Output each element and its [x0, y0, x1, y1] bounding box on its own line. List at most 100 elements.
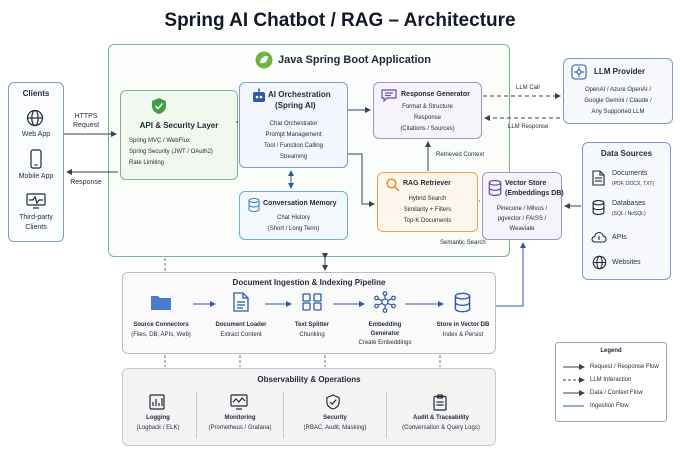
- monitoring-chart-icon: [230, 394, 248, 415]
- app-heading: Java Spring Boot Application: [278, 54, 431, 66]
- semantic-search-label: Semantic Search: [440, 240, 486, 246]
- globe-icon: [26, 109, 44, 132]
- response-label: Response: [70, 179, 102, 186]
- orchestration-line-3: Tool / Function Calling: [263, 143, 324, 149]
- obs-divider-1: [196, 392, 197, 438]
- legend-panel: [555, 342, 667, 422]
- rag-line-2: Similarity + Filters: [403, 207, 452, 213]
- step-store-vector-db: Store in Vector DB: [436, 322, 490, 328]
- obs-monitoring: Monitoring: [224, 415, 256, 421]
- legend-heading: Legend: [600, 348, 622, 354]
- obs-security-sub: (RBAC, Audit, Masking): [303, 425, 367, 431]
- security-shield-icon: [326, 394, 340, 415]
- memory-heading: Conversation Memory: [263, 200, 337, 207]
- vector-db-store-icon: [454, 292, 471, 318]
- sources-heading: Data Sources: [600, 149, 653, 158]
- response-gen-line-3: (Citations / Sources): [400, 126, 455, 132]
- vector-heading-2: (Embeddings DB): [505, 190, 564, 197]
- audit-clipboard-icon: [433, 394, 447, 416]
- security-line-1: Spring MVC / WebFlux: [129, 138, 190, 144]
- source-databases: Databases: [612, 200, 646, 207]
- api-security-layer: [120, 90, 238, 180]
- source-documents: Documents: [612, 170, 648, 177]
- embedding-network-icon: [374, 291, 396, 318]
- document-icon: [592, 170, 605, 191]
- clients-heading: Clients: [22, 89, 50, 98]
- robot-icon: [251, 88, 267, 109]
- client-third-party: Third-party Clients: [19, 214, 53, 231]
- vector-line-2: pgvector / FAISS /: [497, 216, 547, 222]
- response-gen-line-1: Format & Structure: [402, 104, 453, 110]
- web-globe-icon: [592, 255, 607, 275]
- orchestration-line-1: Chat Orchestrator: [269, 121, 318, 127]
- orchestration-to-rag-arrow: [348, 153, 375, 207]
- legend-item-2: LLM Interaction: [590, 377, 632, 383]
- observability-heading: Observability & Operations: [257, 375, 361, 384]
- magnifier-icon: [386, 178, 400, 197]
- spring-leaf-icon: [255, 51, 273, 74]
- step-document-loader-sub: Extract Content: [220, 332, 262, 338]
- llm-call-label: LLM Call: [516, 85, 540, 91]
- response-gen-heading: Response Generator: [401, 91, 470, 98]
- shield-check-icon: [151, 97, 167, 120]
- rag-retriever: [377, 172, 478, 232]
- obs-logging-sub: (Logback / ELK): [136, 425, 180, 431]
- obs-divider-2: [283, 392, 284, 438]
- step-text-splitter-sub: Chunking: [299, 332, 325, 338]
- text-splitter-icon: [302, 293, 322, 316]
- llm-provider: [563, 58, 673, 124]
- cloud-icon: [591, 231, 607, 249]
- obs-divider-3: [386, 392, 387, 438]
- step-document-loader: Document Loader: [215, 322, 267, 328]
- https-request-label: HTTPS Request: [72, 113, 100, 129]
- llm-line-2: Google Gemini / Claude /: [584, 98, 652, 104]
- retrieved-context-label: Retrieved Context: [436, 152, 485, 158]
- security-heading: API & Security Layer: [139, 121, 219, 130]
- database-stack-icon: [592, 199, 605, 220]
- chat-bubble-icon: [381, 88, 397, 107]
- step-source-connectors-sub: (Files, DB, APIs, Web): [131, 332, 191, 338]
- page-title: Spring AI Chatbot / RAG – Architecture: [164, 10, 516, 31]
- memory-line-1: Chat History: [276, 215, 310, 221]
- vector-line-1: Pinecone / Milvus /: [496, 206, 548, 212]
- step-source-connectors: Source Connectors: [133, 322, 189, 328]
- security-line-2: Spring Security (JWT / OAuth2): [129, 149, 213, 155]
- obs-audit-sub: (Conversation & Query Logs): [402, 425, 480, 431]
- obs-logging: Logging: [146, 415, 170, 421]
- step-embedding-2: Generator: [370, 331, 400, 337]
- step-embedding-1: Embedding: [368, 322, 402, 328]
- pipeline-heading: Document Ingestion & Indexing Pipeline: [232, 278, 386, 287]
- pipeline-to-vector-arrow: [496, 242, 526, 307]
- memory-line-2: (Short / Long Term): [267, 226, 320, 232]
- vector-store: [482, 172, 562, 240]
- legend-item-4: Ingestion Flow: [590, 403, 629, 409]
- client-web-app: Web App: [21, 131, 51, 138]
- folder-icon: [150, 293, 172, 316]
- source-databases-sub: (SQL / NoSQL): [612, 211, 646, 217]
- step-embedding-sub: Create Embeddings: [358, 340, 412, 346]
- source-apis: APIs: [612, 234, 627, 241]
- logging-bars-icon: [149, 394, 165, 415]
- llm-line-1: OpenAI / Azure OpenAI /: [584, 87, 652, 93]
- source-documents-sub: (PDF, DOCX, TXT): [612, 181, 655, 187]
- obs-audit: Audit & Traceability: [412, 415, 469, 421]
- security-line-3: Rate Limiting: [129, 160, 165, 166]
- legend-item-1: Request / Response Flow: [590, 364, 659, 370]
- vector-line-3: Weaviate: [509, 226, 535, 232]
- orchestration-line-2: Prompt Management: [265, 132, 322, 138]
- client-mobile-app: Mobile App: [18, 173, 54, 180]
- obs-security: Security: [323, 415, 347, 421]
- rag-line-3: Top-K Documents: [403, 218, 452, 224]
- step-text-splitter: Text Splitter: [294, 322, 330, 328]
- llm-response-label: LLM Response: [508, 124, 549, 130]
- orchestration-heading-2: (Spring AI): [275, 101, 316, 110]
- document-loader-icon: [233, 292, 249, 317]
- response-gen-line-2: Response: [413, 115, 442, 121]
- orchestration-heading-1: AI Orchestration: [268, 90, 331, 99]
- orchestration-line-4: Streaming: [279, 154, 308, 160]
- step-store-vector-db-sub: Index & Persist: [442, 332, 484, 338]
- legend-item-3: Data / Context Flow: [590, 390, 643, 396]
- data-sources-panel: [582, 142, 671, 280]
- clients-panel: [8, 82, 64, 242]
